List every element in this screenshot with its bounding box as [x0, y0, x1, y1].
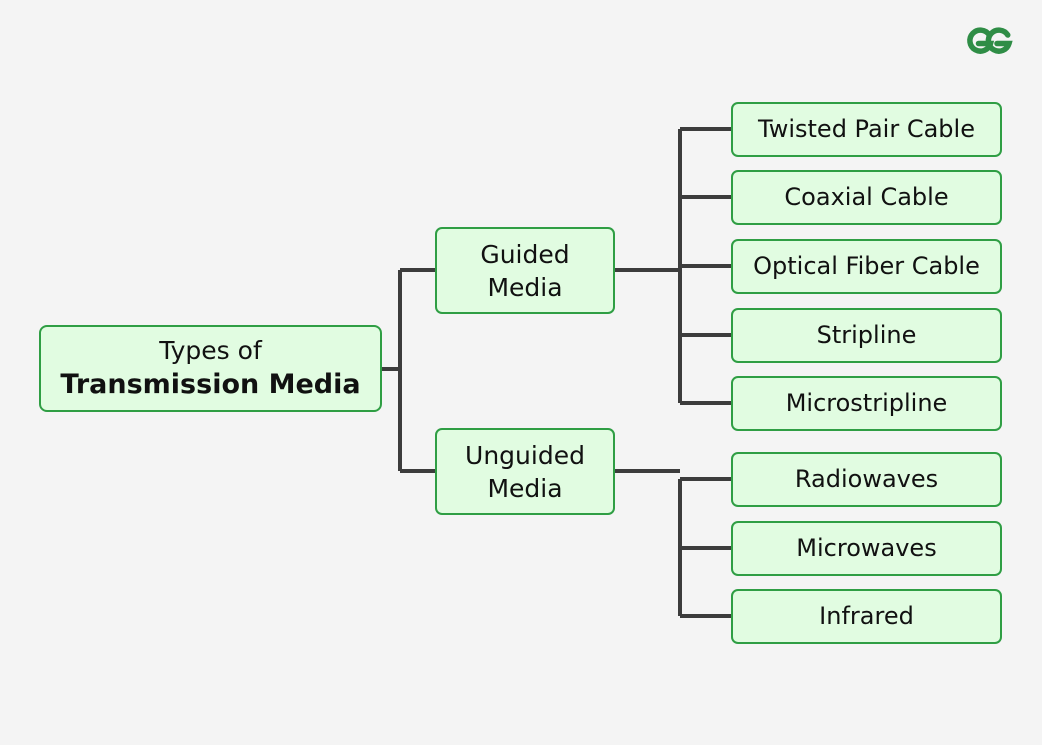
- node-root-line-1: Types of: [159, 336, 262, 366]
- node-unguided-media[interactable]: Unguided Media: [435, 428, 615, 515]
- node-root[interactable]: Types of Transmission Media: [39, 325, 382, 412]
- node-guided-media-line-1: Guided: [480, 239, 570, 269]
- node-radiowaves[interactable]: Radiowaves: [731, 452, 1002, 507]
- node-root-line-2: Transmission Media: [60, 369, 361, 401]
- geeksforgeeks-logo: [967, 27, 1013, 54]
- node-guided-media[interactable]: Guided Media: [435, 227, 615, 314]
- node-stripline[interactable]: Stripline: [731, 308, 1002, 363]
- node-coaxial-cable[interactable]: Coaxial Cable: [731, 170, 1002, 225]
- node-infrared[interactable]: Infrared: [731, 589, 1002, 644]
- node-unguided-media-line-2: Media: [487, 473, 563, 503]
- node-optical-fiber-cable[interactable]: Optical Fiber Cable: [731, 239, 1002, 294]
- node-unguided-media-line-1: Unguided: [465, 440, 585, 470]
- node-guided-media-line-2: Media: [487, 272, 563, 302]
- node-microwaves[interactable]: Microwaves: [731, 521, 1002, 576]
- node-twisted-pair-cable[interactable]: Twisted Pair Cable: [731, 102, 1002, 157]
- node-microstripline[interactable]: Microstripline: [731, 376, 1002, 431]
